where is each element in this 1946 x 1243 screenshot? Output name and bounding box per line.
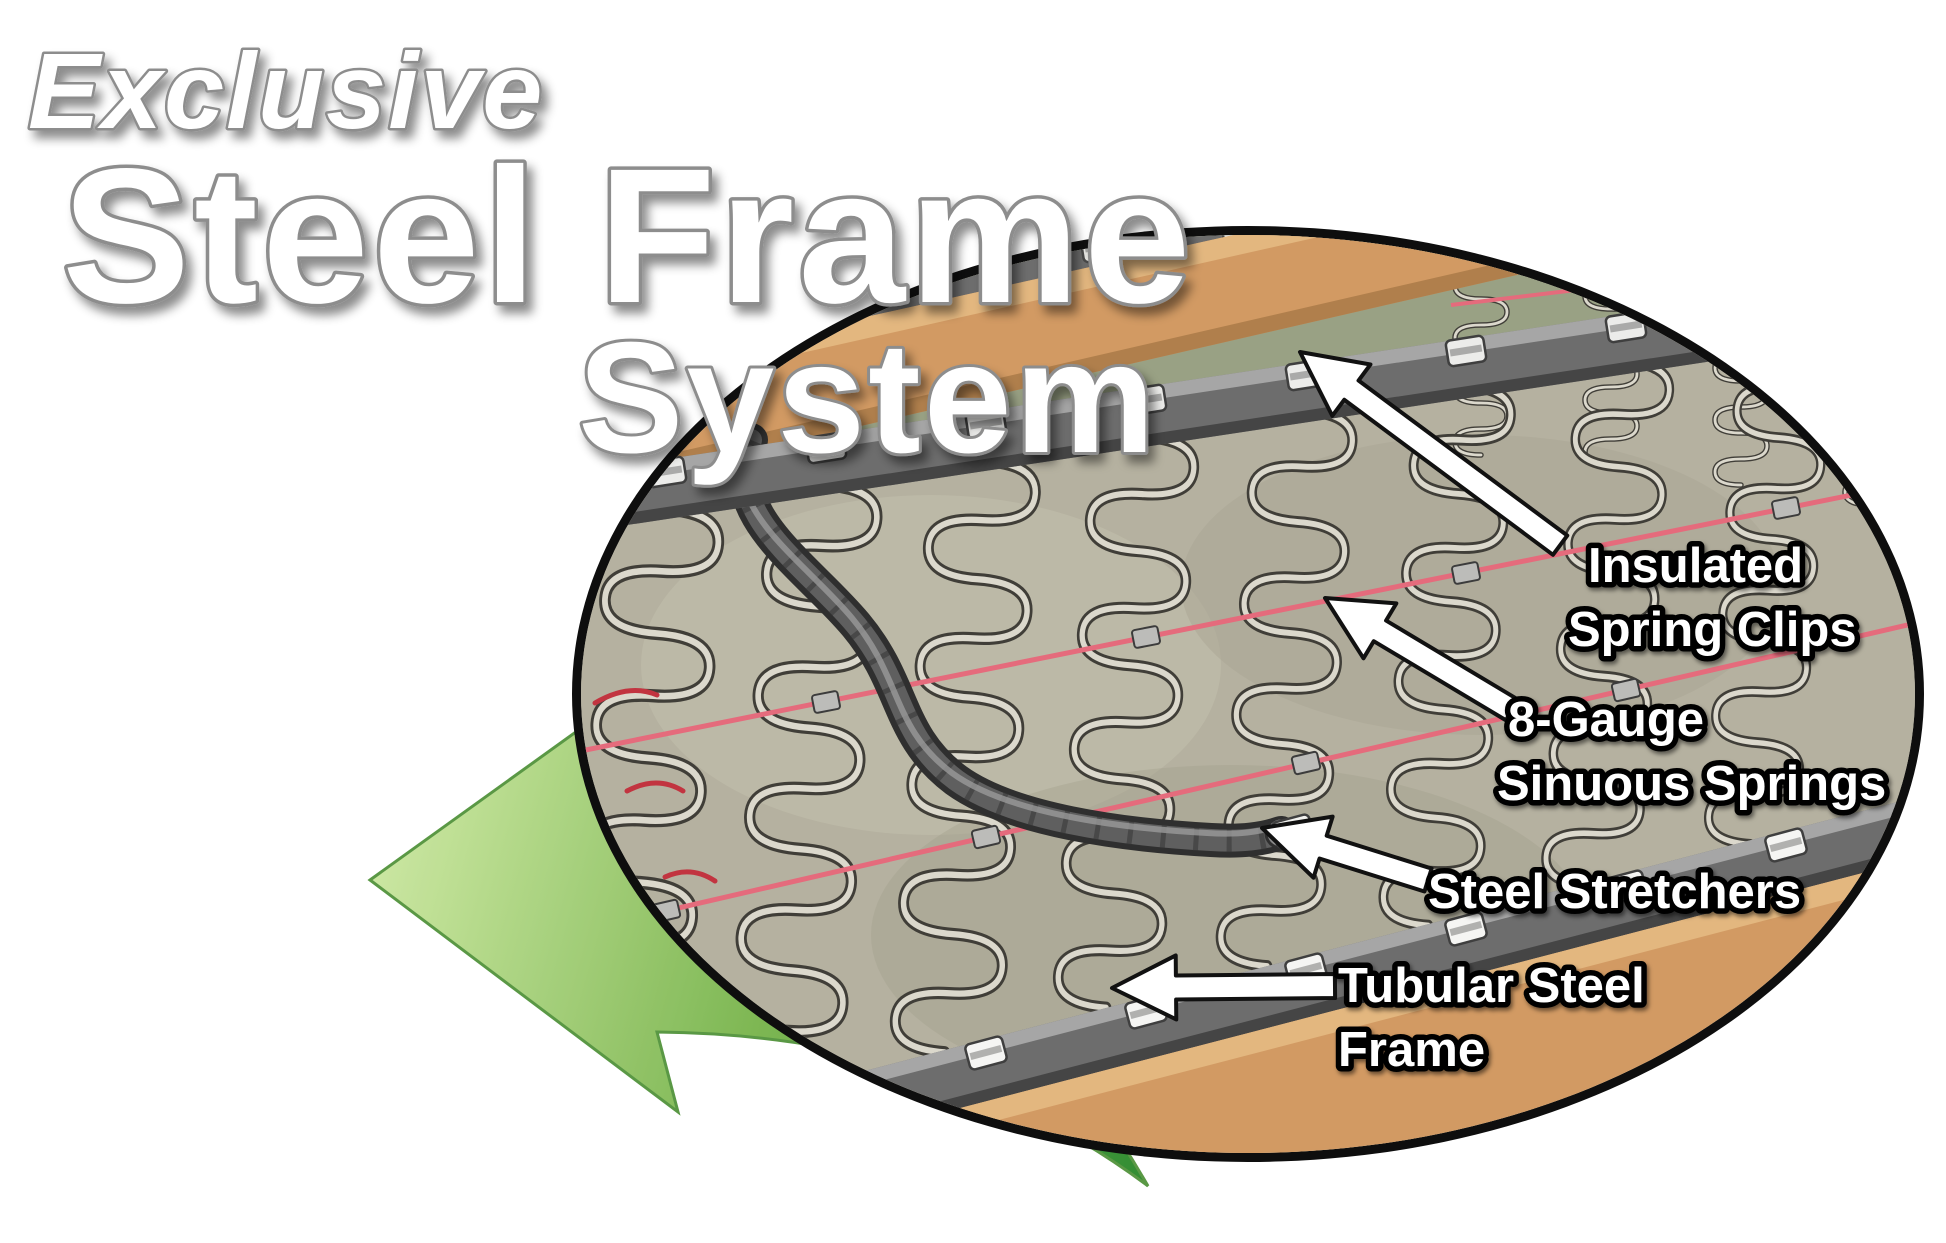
fabric-shade bbox=[1181, 435, 1781, 735]
title-steel-frame: Steel Frame bbox=[62, 128, 1195, 343]
frame-illustration-svg bbox=[581, 235, 1915, 1153]
callout-label-tubular-steel: Tubular Steel bbox=[1338, 959, 1645, 1013]
callout-label-steel-stretchers: Steel Stretchers bbox=[1428, 865, 1801, 919]
inset-illustration bbox=[572, 226, 1924, 1162]
steel-channel-top bbox=[581, 270, 1915, 532]
callout-label-sinuous-springs: Sinuous Springs bbox=[1497, 757, 1886, 811]
tie-wire bbox=[581, 620, 1915, 933]
tie-wires bbox=[581, 479, 1915, 933]
red-wire-ends bbox=[592, 688, 718, 884]
callout-arrow-spring-clips bbox=[1298, 350, 1570, 557]
title-system: System bbox=[578, 310, 1158, 486]
callout-label-frame: Frame bbox=[1338, 1023, 1485, 1077]
callout-label-spring-clips: Spring Clips bbox=[1568, 603, 1857, 657]
callout-arrow-steel-stretchers bbox=[1260, 814, 1434, 894]
callout-label-8-gauge: 8-Gauge bbox=[1508, 693, 1704, 747]
callout-arrow-tubular-frame bbox=[1110, 953, 1338, 1022]
callout-label-insulated: Insulated bbox=[1588, 539, 1803, 593]
callout-arrow-sinuous-springs bbox=[1323, 596, 1521, 723]
title-exclusive: Exclusive bbox=[28, 30, 544, 151]
tie-wire bbox=[581, 479, 1915, 754]
